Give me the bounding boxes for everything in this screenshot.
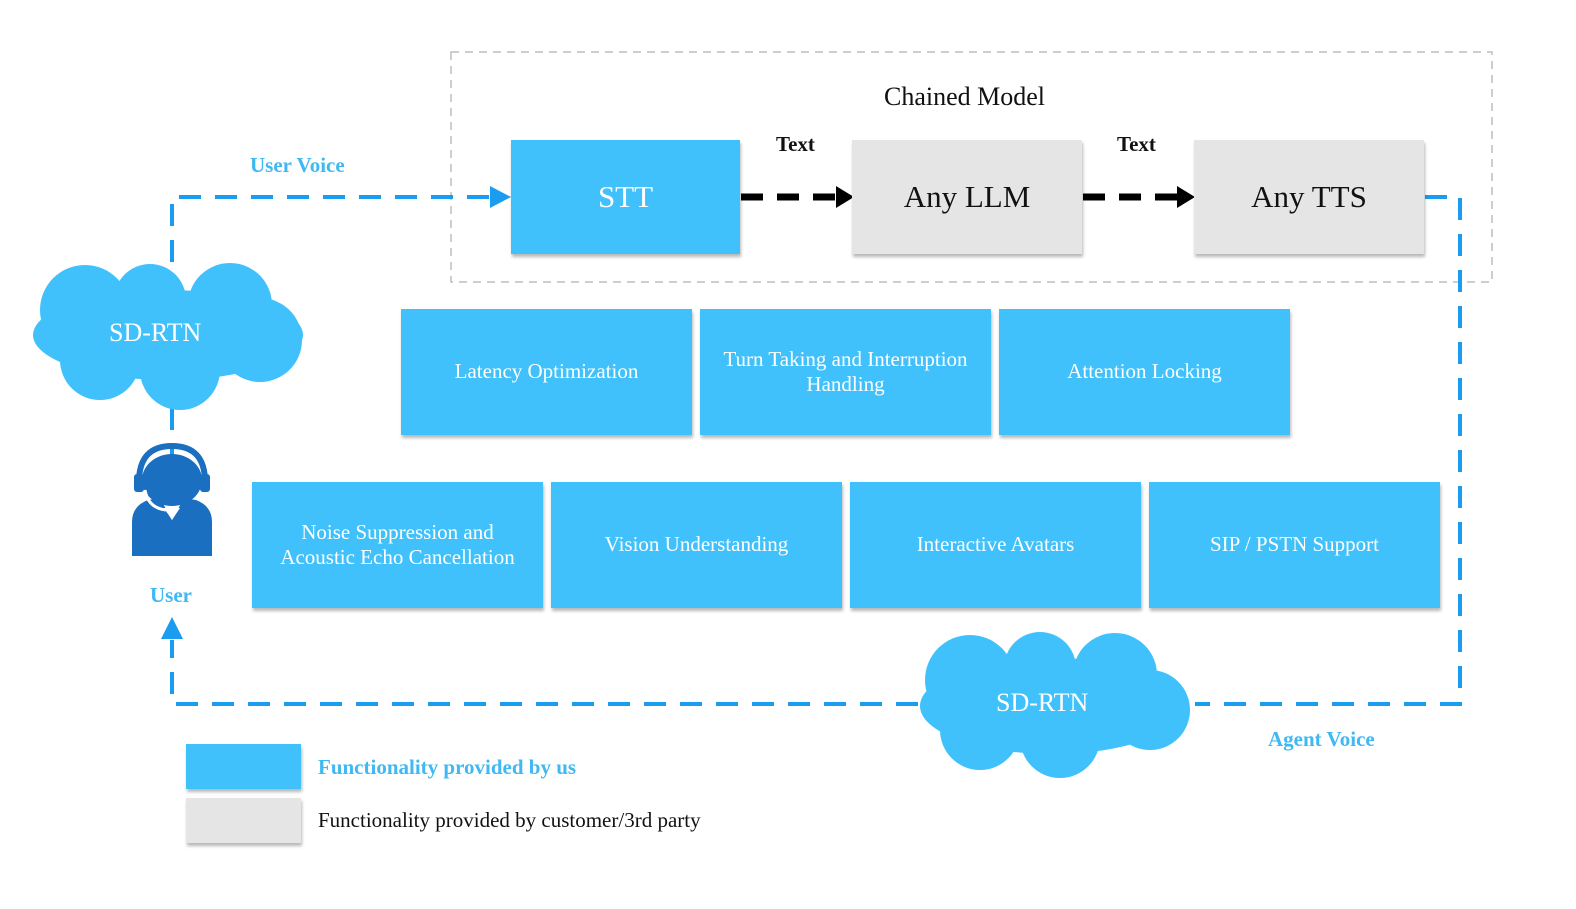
- cloud-top-label: SD-RTN: [109, 318, 202, 347]
- legend-swatch-third-party: [186, 798, 301, 843]
- chained-model-container: [450, 51, 1493, 283]
- feature-attention-locking[interactable]: Attention Locking: [999, 309, 1290, 435]
- agent-voice-arrowhead: [161, 617, 183, 639]
- feature-interactive-avatars[interactable]: Interactive Avatars: [850, 482, 1141, 608]
- feature-vision-understanding[interactable]: Vision Understanding: [551, 482, 842, 608]
- legend-swatch-ours: [186, 744, 301, 789]
- text-label-llm-tts: Text: [1117, 132, 1156, 156]
- stt-box[interactable]: STT: [511, 140, 740, 254]
- llm-box[interactable]: Any LLM: [852, 140, 1082, 254]
- cloud-bottom-label: SD-RTN: [996, 688, 1089, 717]
- chained-model-title: Chained Model: [884, 82, 1046, 111]
- feature-turn-taking[interactable]: Turn Taking and Interruption Handling: [700, 309, 991, 435]
- llm-to-tts-arrowhead: [1177, 186, 1195, 208]
- legend-label-third-party: Functionality provided by customer/3rd p…: [318, 808, 701, 832]
- user-voice-arrowhead: [490, 186, 511, 208]
- agent-voice-line: [1195, 195, 1462, 706]
- feature-sip-pstn[interactable]: SIP / PSTN Support: [1149, 482, 1440, 608]
- stt-to-llm-arrowhead: [836, 186, 854, 208]
- feature-noise-suppression[interactable]: Noise Suppression and Acoustic Echo Canc…: [252, 482, 543, 608]
- cloud-icon: [33, 263, 303, 410]
- user-voice-label: User Voice: [250, 153, 345, 177]
- user-voice-line: [170, 195, 494, 262]
- legend-label-ours: Functionality provided by us: [318, 755, 577, 779]
- agent-voice-line-left: [170, 640, 918, 706]
- agent-voice-label: Agent Voice: [1268, 727, 1375, 751]
- user-headset-icon: [132, 442, 212, 556]
- feature-latency-optimization[interactable]: Latency Optimization: [401, 309, 692, 435]
- user-label: User: [150, 583, 192, 607]
- tts-box[interactable]: Any TTS: [1194, 140, 1424, 254]
- text-label-stt-llm: Text: [776, 132, 815, 156]
- cloud-icon: [920, 632, 1190, 778]
